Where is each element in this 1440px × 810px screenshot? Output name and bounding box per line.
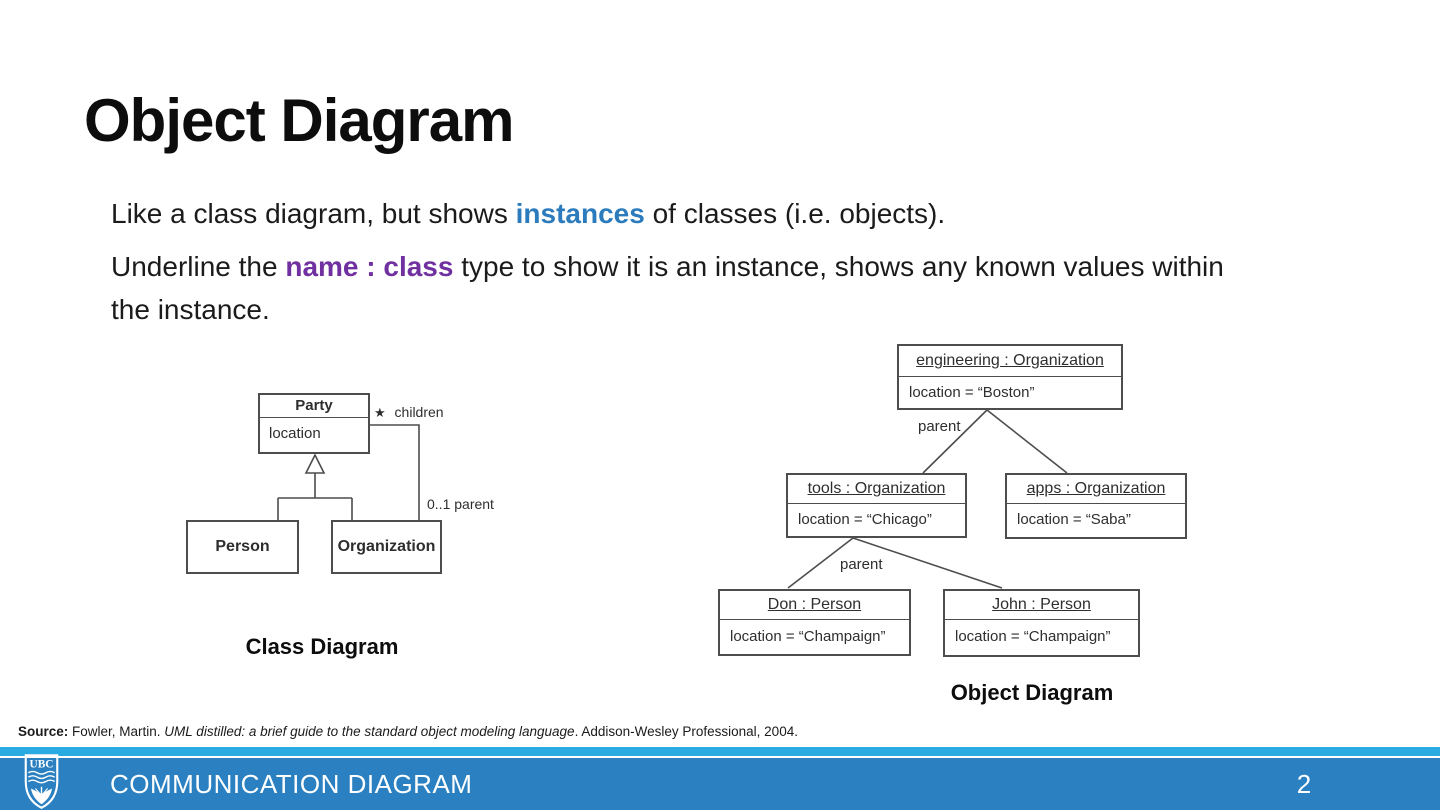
don-name: Don : Person <box>720 591 909 620</box>
tools-attr-location: location = “Chicago” <box>798 511 932 528</box>
organization-name: Organization <box>337 538 436 555</box>
body-text: Like a class diagram, but shows instance… <box>111 192 1231 341</box>
class-diagram-caption: Class Diagram <box>245 634 399 659</box>
source-publisher: . Addison-Wesley Professional, 2004. <box>574 724 798 739</box>
party-name: Party <box>260 395 368 418</box>
person-name: Person <box>215 538 270 555</box>
parent-label-bottom: parent <box>840 556 883 573</box>
apps-name-text: apps : Organization <box>1026 480 1166 497</box>
don-attr-location: location = “Champaign” <box>730 628 886 645</box>
children-label: children <box>394 404 444 420</box>
parent-label-top: parent <box>918 418 961 435</box>
source-author: Fowler, Martin. <box>68 724 165 739</box>
p1-text-end: of classes (i.e. objects). <box>644 198 946 229</box>
john-attr-location: location = “Champaign” <box>955 628 1111 645</box>
p1-highlight-instances: instances <box>515 198 645 229</box>
page-number: 2 <box>1296 769 1312 799</box>
don-name-text: Don : Person <box>767 596 862 613</box>
class-diagram-connectors <box>277 424 420 520</box>
engineering-name-text: engineering : Organization <box>916 352 1104 369</box>
star-multiplicity-icon: ★ <box>374 405 386 420</box>
class-box-person: Person <box>186 520 299 574</box>
object-box-apps: apps : Organization location = “Saba” <box>1005 473 1187 539</box>
object-box-tools: tools : Organization location = “Chicago… <box>786 473 967 538</box>
object-diagram-connectors <box>787 409 1068 589</box>
parent-multiplicity-label: 0..1 parent <box>427 496 494 512</box>
body-paragraph-1: Like a class diagram, but shows instance… <box>111 192 1231 235</box>
engineering-attr-location: location = “Boston” <box>909 384 1035 401</box>
tools-name-text: tools : Organization <box>807 480 946 497</box>
john-name-text: John : Person <box>992 596 1091 613</box>
body-paragraph-2: Underline the name : class type to show … <box>111 245 1231 331</box>
footer-accent-strip <box>0 747 1440 756</box>
svg-text:UBC: UBC <box>30 759 54 771</box>
party-attr-location: location <box>269 425 321 442</box>
source-label: Source: <box>18 724 69 739</box>
ubc-logo-icon: UBC <box>24 754 59 809</box>
source-citation: Source: Fowler, Martin. UML distilled: a… <box>18 724 798 739</box>
tools-name: tools : Organization <box>788 475 965 504</box>
p1-text: Like a class diagram, but shows <box>111 198 516 229</box>
object-box-engineering: engineering : Organization location = “B… <box>897 344 1123 410</box>
footer-section-title: COMMUNICATION DIAGRAM <box>110 769 473 799</box>
apps-name: apps : Organization <box>1007 475 1185 504</box>
page-title: Object Diagram <box>84 87 514 154</box>
john-name: John : Person <box>945 591 1138 620</box>
class-box-party: Party location <box>258 393 370 454</box>
p2-text-end: type to show it is an instance, shows an… <box>111 251 1224 325</box>
p2-highlight-name-class: name : class <box>285 251 454 282</box>
object-box-john: John : Person location = “Champaign” <box>943 589 1140 657</box>
apps-attr-location: location = “Saba” <box>1017 511 1131 528</box>
source-book-title: UML distilled: a brief guide to the stan… <box>164 724 575 739</box>
children-multiplicity-label: ★ children <box>374 404 444 421</box>
class-box-organization: Organization <box>331 520 442 574</box>
object-diagram-caption: Object Diagram <box>950 680 1114 705</box>
object-box-don: Don : Person location = “Champaign” <box>718 589 911 656</box>
footer-bar <box>0 758 1440 810</box>
engineering-name: engineering : Organization <box>899 346 1121 377</box>
p2-text: Underline the <box>111 251 286 282</box>
object-diagram-figure: engineering : Organization location = “B… <box>690 335 1310 675</box>
class-diagram-figure: Party location Person Organization ★ chi… <box>150 370 570 670</box>
